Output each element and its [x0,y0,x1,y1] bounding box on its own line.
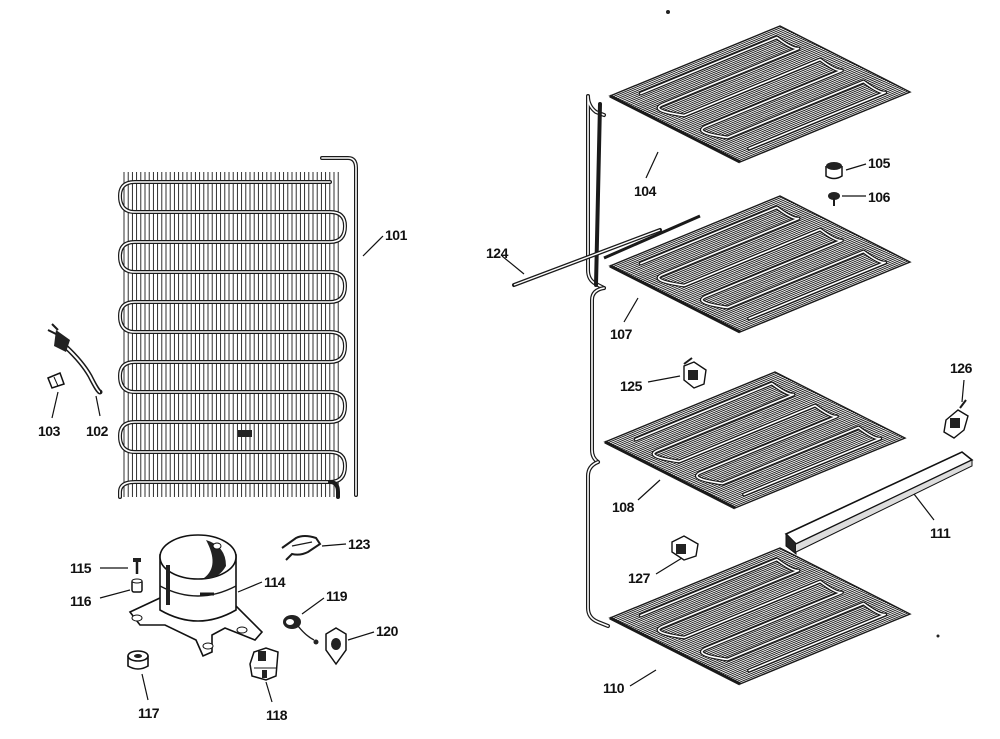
callout-119: 119 [326,588,348,604]
relay [249,647,279,681]
leader-111 [913,493,935,521]
evaporator-shelf [608,547,912,686]
leader-105 [845,163,867,171]
shelf-screw [828,192,840,206]
leader-123 [321,543,347,547]
callout-127: 127 [628,570,651,586]
callout-101: 101 [385,227,408,243]
callout-118: 118 [266,707,288,723]
print-speck [666,10,670,14]
callout-107: 107 [610,326,633,342]
leader-108 [637,479,661,501]
rubber-foot [127,650,149,670]
leader-107 [623,297,639,323]
thermostat-bracket [943,399,969,439]
leader-104 [645,151,659,179]
leader-110 [629,669,657,687]
shelf-bracket [683,357,707,389]
leader-101 [362,235,384,257]
leader-126 [961,379,965,403]
callout-114: 114 [264,574,286,590]
shelf-support-bracket [671,535,699,561]
shelf-trim-strip [784,451,974,556]
print-speck [936,634,940,638]
condenser-wire-grid [123,172,339,497]
leader-124 [501,255,525,275]
callout-125: 125 [620,378,643,394]
overload-protector [283,615,319,645]
leader-103 [51,391,59,419]
power-cord [47,323,103,395]
leader-127 [655,557,683,575]
callout-106: 106 [868,189,891,205]
capillary-tube [512,214,701,287]
callout-120: 120 [376,623,399,639]
wire-connector [47,372,65,389]
callout-110: 110 [603,680,625,696]
leader-117 [141,673,149,701]
grommet [131,578,143,593]
condenser-bracket [238,430,252,437]
callout-117: 117 [138,705,160,721]
callout-116: 116 [70,593,92,609]
leader-118 [265,681,273,703]
callout-103: 103 [38,423,61,439]
callout-126: 126 [950,360,973,376]
leader-114 [237,581,263,593]
callout-105: 105 [868,155,891,171]
callout-104: 104 [634,183,657,199]
evaporator-shelf-assembly [603,25,912,686]
leader-125 [647,375,681,383]
evaporator-shelf [608,195,912,334]
callout-102: 102 [86,423,109,439]
callout-124: 124 [486,245,509,261]
condenser-coil [118,156,358,499]
leader-102 [95,395,101,417]
callout-111: 111 [930,525,951,541]
mounting-bolt [133,558,141,574]
callout-123: 123 [348,536,371,552]
shelf-bumper [825,162,843,180]
plug-icon [54,330,70,352]
callout-115: 115 [70,560,92,576]
retaining-clip [325,627,347,666]
callout-108: 108 [612,499,635,515]
compressor [128,534,264,658]
condenser-return-tube [320,156,358,497]
shelf-connecting-tubes [586,94,610,628]
evaporator-shelf [603,371,907,510]
evaporator-shelf [608,25,912,164]
leader-119 [301,597,325,615]
tube-clip [281,535,322,561]
leader-116 [99,589,131,599]
leader-120 [347,631,375,641]
